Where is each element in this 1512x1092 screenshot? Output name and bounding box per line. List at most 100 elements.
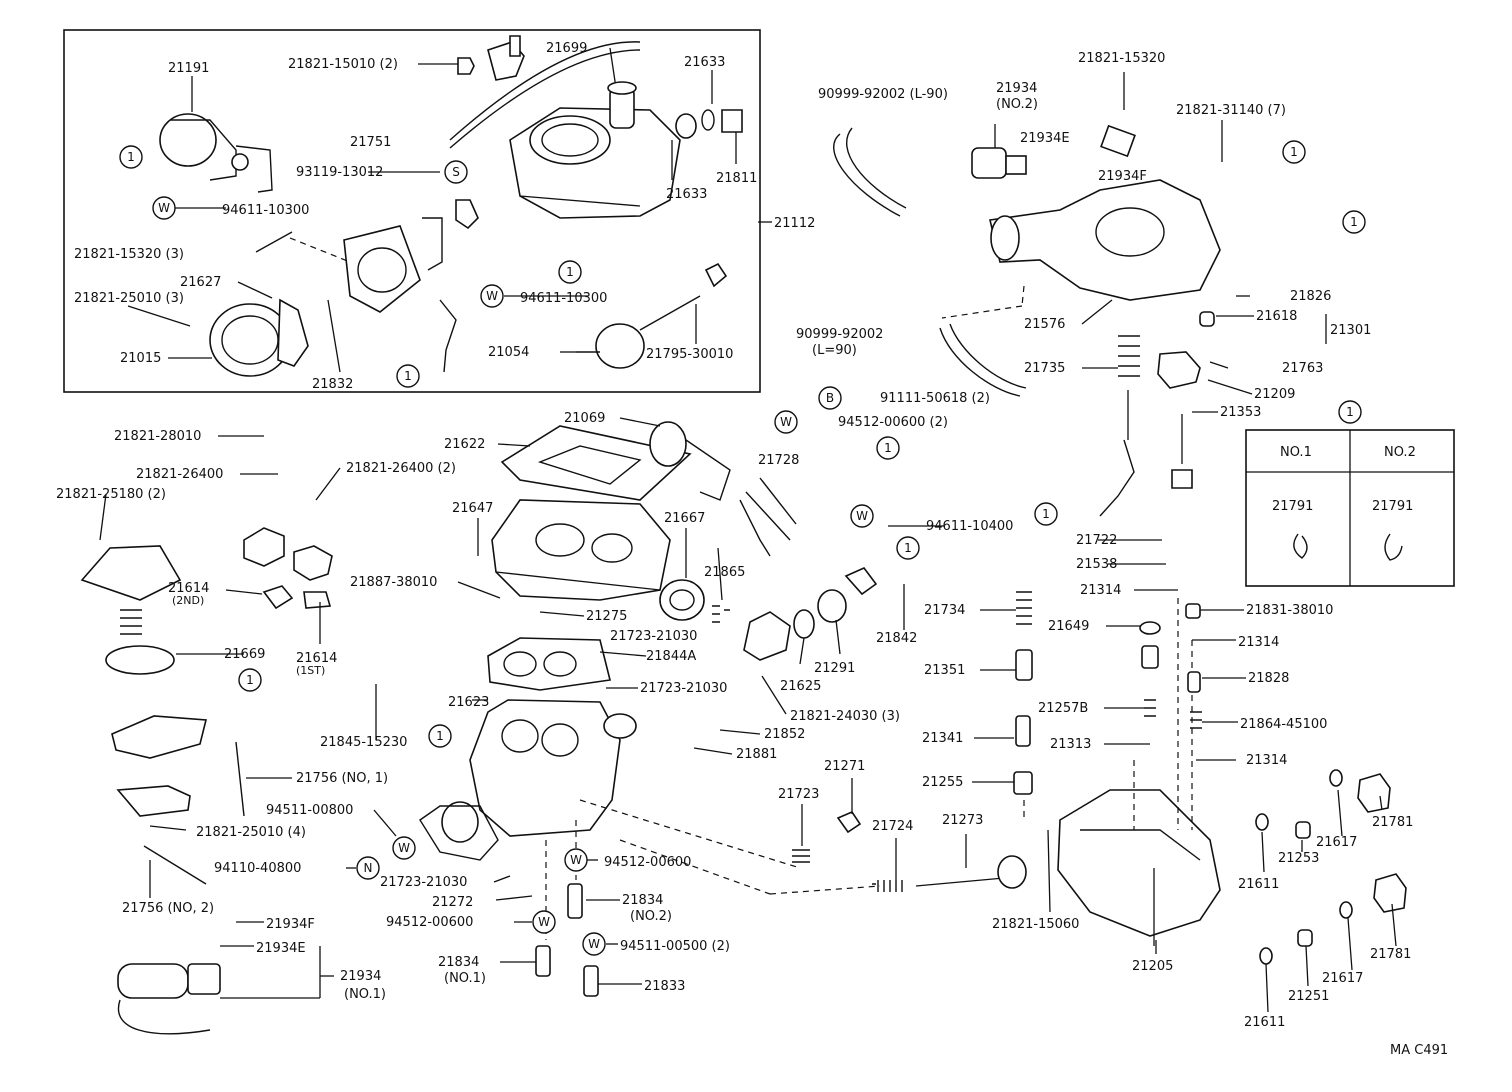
part-21756-springs xyxy=(116,741,245,885)
label-94512-00600-2: 94512-00600 (2) xyxy=(838,415,948,430)
ref-1-marker: 1 xyxy=(558,260,582,284)
part-21015-pump xyxy=(168,298,309,377)
ref-1-marker: 1 xyxy=(1342,210,1366,234)
leader-lines xyxy=(99,72,1397,1013)
washer-w-marker: W xyxy=(532,910,556,934)
part-21831-21828-21864 xyxy=(1185,603,1202,729)
label-21251: 21251 xyxy=(1288,989,1329,1004)
svg-text:W: W xyxy=(570,853,582,867)
label-21291: 21291 xyxy=(814,661,855,676)
label-21834-no2: 21834 xyxy=(622,893,663,908)
label-21614-2nd: 21614 xyxy=(168,581,209,596)
label-21647: 21647 xyxy=(452,501,493,516)
label-21351: 21351 xyxy=(924,663,965,678)
label-21611-a: 21611 xyxy=(1238,877,1279,892)
part-21735-spring xyxy=(1118,335,1140,440)
washer-w-marker: W xyxy=(152,196,176,220)
part-21112-upper-body xyxy=(509,81,681,219)
label-21699: 21699 xyxy=(546,41,587,56)
part-21205-float-bowl xyxy=(1057,598,1221,946)
label-21864-45100: 21864-45100 xyxy=(1240,717,1327,732)
label-21763: 21763 xyxy=(1282,361,1323,376)
label-90999-92002-l90: 90999-92002 (L-90) xyxy=(818,87,948,102)
label-21821-26400: 21821-26400 xyxy=(136,467,223,482)
label-94512-00600-c: 94512-00600 xyxy=(386,915,473,930)
part-21834-screws xyxy=(535,820,599,997)
label-21756-no1: 21756 (NO, 1) xyxy=(296,771,388,786)
label-21272: 21272 xyxy=(432,895,473,910)
label-21724: 21724 xyxy=(872,819,913,834)
ref-1-marker: 1 xyxy=(238,668,262,692)
label-21821-15320-3: 21821-15320 (3) xyxy=(74,247,184,262)
washer-w-marker: W xyxy=(774,410,798,434)
part-21614-brackets xyxy=(243,527,333,610)
subassembly-box-21112 xyxy=(63,29,761,393)
label-21934E-b: 21934E xyxy=(256,941,306,956)
label-93119-13012: 93119-13012 xyxy=(296,165,383,180)
s-marker: S xyxy=(444,160,468,184)
label-94512-00600-b: 94512-00600 xyxy=(604,855,691,870)
legend-header-no2: NO.2 xyxy=(1384,445,1416,460)
washer-w-marker: W xyxy=(564,848,588,872)
label-21781-b: 21781 xyxy=(1370,947,1411,962)
washer-w-marker: W xyxy=(392,836,416,860)
part-21069-diaphragm xyxy=(649,421,731,501)
svg-text:1: 1 xyxy=(404,369,412,383)
label-21821-15010: 21821-15010 (2) xyxy=(288,57,398,72)
label-21255: 21255 xyxy=(922,775,963,790)
label-21852: 21852 xyxy=(764,727,805,742)
ref-1-marker: 1 xyxy=(876,436,900,460)
svg-text:1: 1 xyxy=(436,729,444,743)
label-21735: 21735 xyxy=(1024,361,1065,376)
part-21934-no1-solenoid xyxy=(117,963,221,1035)
svg-text:W: W xyxy=(398,841,410,855)
label-21191: 21191 xyxy=(168,61,209,76)
legend-value-no2: 21791 xyxy=(1372,499,1413,514)
part-21576-body xyxy=(989,124,1221,301)
label-21015: 21015 xyxy=(120,351,161,366)
label-21341: 21341 xyxy=(922,731,963,746)
label-21649: 21649 xyxy=(1048,619,1089,634)
svg-text:1: 1 xyxy=(884,441,892,455)
label-21301: 21301 xyxy=(1330,323,1371,338)
label-21617-a: 21617 xyxy=(1316,835,1357,850)
label-21633-bottom: 21633 xyxy=(666,187,707,202)
part-21852-cover xyxy=(743,611,791,661)
label-94611-10300-mid: 94611-10300 xyxy=(520,291,607,306)
part-21301-assembly xyxy=(1157,311,1215,489)
label-21728: 21728 xyxy=(758,453,799,468)
label-21821-25180: 21821-25180 (2) xyxy=(56,487,166,502)
label-94511-00800: 94511-00800 xyxy=(266,803,353,818)
label-21887-38010: 21887-38010 xyxy=(350,575,437,590)
label-21611-b: 21611 xyxy=(1244,1015,1285,1030)
label-21934F-b: 21934F xyxy=(266,917,315,932)
label-21353: 21353 xyxy=(1220,405,1261,420)
label-21865: 21865 xyxy=(704,565,745,580)
label-21314-c: 21314 xyxy=(1246,753,1287,768)
label-2nd: (2ND) xyxy=(172,594,204,607)
label-21069: 21069 xyxy=(564,411,605,426)
label-21934-no2-sub: (NO.2) xyxy=(996,97,1038,112)
label-21751: 21751 xyxy=(350,135,391,150)
label-21821-31140: 21821-31140 (7) xyxy=(1176,103,1286,118)
svg-text:W: W xyxy=(158,201,170,215)
label-21831-38010: 21831-38010 xyxy=(1246,603,1333,618)
svg-text:W: W xyxy=(588,937,600,951)
part-21723-21271 xyxy=(792,811,862,863)
label-21734: 21734 xyxy=(924,603,965,618)
label-21617-b: 21617 xyxy=(1322,971,1363,986)
label-21811: 21811 xyxy=(716,171,757,186)
label-21834-no1: 21834 xyxy=(438,955,479,970)
label-21275: 21275 xyxy=(586,609,627,624)
label-21821-24030: 21821-24030 (3) xyxy=(790,709,900,724)
svg-text:B: B xyxy=(826,391,834,405)
label-21723-21030-b: 21723-21030 xyxy=(640,681,727,696)
label-21723-21030-c: 21723-21030 xyxy=(380,875,467,890)
label-21833: 21833 xyxy=(644,979,685,994)
washer-w-marker: W xyxy=(480,284,504,308)
label-21723: 21723 xyxy=(778,787,819,802)
label-21756-no2: 21756 (NO, 2) xyxy=(122,901,214,916)
label-21627: 21627 xyxy=(180,275,221,290)
label-21821-15060: 21821-15060 xyxy=(992,917,1079,932)
